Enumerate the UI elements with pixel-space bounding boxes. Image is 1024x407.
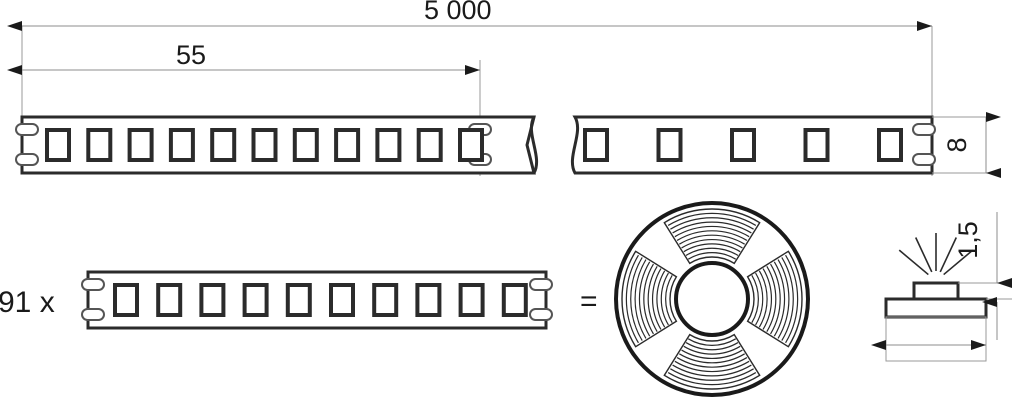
led-chip <box>877 128 903 162</box>
reel-winding-line <box>681 349 743 360</box>
solder-pads-module-right <box>529 278 553 321</box>
led-chip <box>251 128 278 162</box>
reel-winding-line <box>667 212 757 226</box>
reel-winding-line <box>676 357 748 368</box>
led-chip <box>458 283 485 317</box>
led-chip <box>912 281 960 301</box>
reel-winding-line <box>687 252 737 260</box>
reel-winding-line <box>683 345 741 355</box>
led-chip <box>168 128 195 162</box>
led-chip <box>375 128 402 162</box>
led-chip <box>127 128 154 162</box>
reel-winding-line <box>685 342 739 351</box>
reel-winding-line <box>674 360 750 373</box>
reel-winding-line <box>625 254 639 344</box>
led-chip <box>113 283 139 317</box>
led-chip <box>86 128 113 162</box>
solder-pads-right <box>912 123 936 166</box>
quantity-label: 91 x <box>0 286 55 319</box>
led-base-plate <box>884 297 988 319</box>
led-body-outline <box>885 316 987 362</box>
dimension-led-pitch-label: 55 <box>176 40 206 70</box>
dimension-led-base-width <box>871 317 987 352</box>
led-chip <box>730 128 756 162</box>
solder-pads-module-left <box>81 278 105 321</box>
led-chip <box>329 283 355 317</box>
led-chip <box>415 283 442 317</box>
reel-winding-line <box>685 247 739 256</box>
led-cross-section-graphic <box>884 212 1012 362</box>
reel-winding-line <box>638 261 651 337</box>
reel-winding-line <box>683 243 741 253</box>
reel-winding-line <box>751 274 759 324</box>
led-chip <box>656 128 683 162</box>
solder-pads-left <box>15 123 39 166</box>
reel-winding-line <box>770 263 781 335</box>
led-chip <box>156 283 183 317</box>
reel-winding-line <box>667 372 757 386</box>
dimension-strip-width-label: 8 <box>942 137 972 152</box>
emission-ray-1 <box>898 249 929 276</box>
led-chip <box>416 128 443 162</box>
reel-winding-line <box>670 368 754 381</box>
reel-winding-line <box>679 353 745 364</box>
reel-winding-line <box>672 221 752 234</box>
led-chip <box>45 128 71 162</box>
reel-winding-line <box>687 338 737 346</box>
reel-graphic <box>614 201 810 397</box>
reel-winding-line <box>674 225 750 238</box>
led-chip <box>458 128 484 162</box>
reel-winding-line <box>665 274 673 324</box>
emission-rays <box>898 233 974 276</box>
reel-winding-line <box>681 238 743 249</box>
led-group-module <box>113 283 528 317</box>
led-chip <box>292 128 319 162</box>
led-chip <box>803 128 830 162</box>
reel-winding-line <box>777 259 790 339</box>
led-chip <box>199 283 226 317</box>
reel-winding-line <box>651 268 662 330</box>
reel-winding-line <box>758 270 768 328</box>
led-chip <box>583 128 609 162</box>
reel-winding-line <box>773 261 786 337</box>
reel-winding-line <box>670 217 754 230</box>
led-chip <box>372 283 399 317</box>
emission-ray-5 <box>943 249 974 276</box>
reel-winding-line <box>762 268 773 330</box>
reel-winding-line <box>781 257 794 341</box>
reel-winding-line <box>679 234 745 245</box>
led-chip <box>501 283 528 317</box>
reel-winding-line <box>672 364 752 377</box>
reel-winding-line <box>755 272 764 326</box>
reel-winding-line <box>643 263 654 335</box>
reel-winding-line <box>660 272 669 326</box>
reel-winding-line <box>785 254 799 344</box>
reel-winding-line <box>656 270 666 328</box>
led-group-top-right <box>583 128 903 162</box>
emission-ray-4 <box>939 237 958 273</box>
reel-winding-line <box>634 259 647 339</box>
emission-ray-2 <box>914 237 933 273</box>
dimension-led-height-label: 1,5 <box>953 221 983 259</box>
reel-winding-line <box>766 266 777 332</box>
reel-winding-line <box>676 230 748 241</box>
reel-winding-line <box>647 266 658 332</box>
equals-sign: = <box>580 285 598 318</box>
led-chip <box>242 283 269 317</box>
led-group-top-left <box>45 128 484 162</box>
led-chip <box>210 128 237 162</box>
led-chip <box>334 128 361 162</box>
dimension-total-length-label: 5 000 <box>424 0 492 25</box>
reel-winding-line <box>630 257 643 341</box>
dimension-strip-width <box>932 112 1001 178</box>
led-chip <box>285 283 312 317</box>
